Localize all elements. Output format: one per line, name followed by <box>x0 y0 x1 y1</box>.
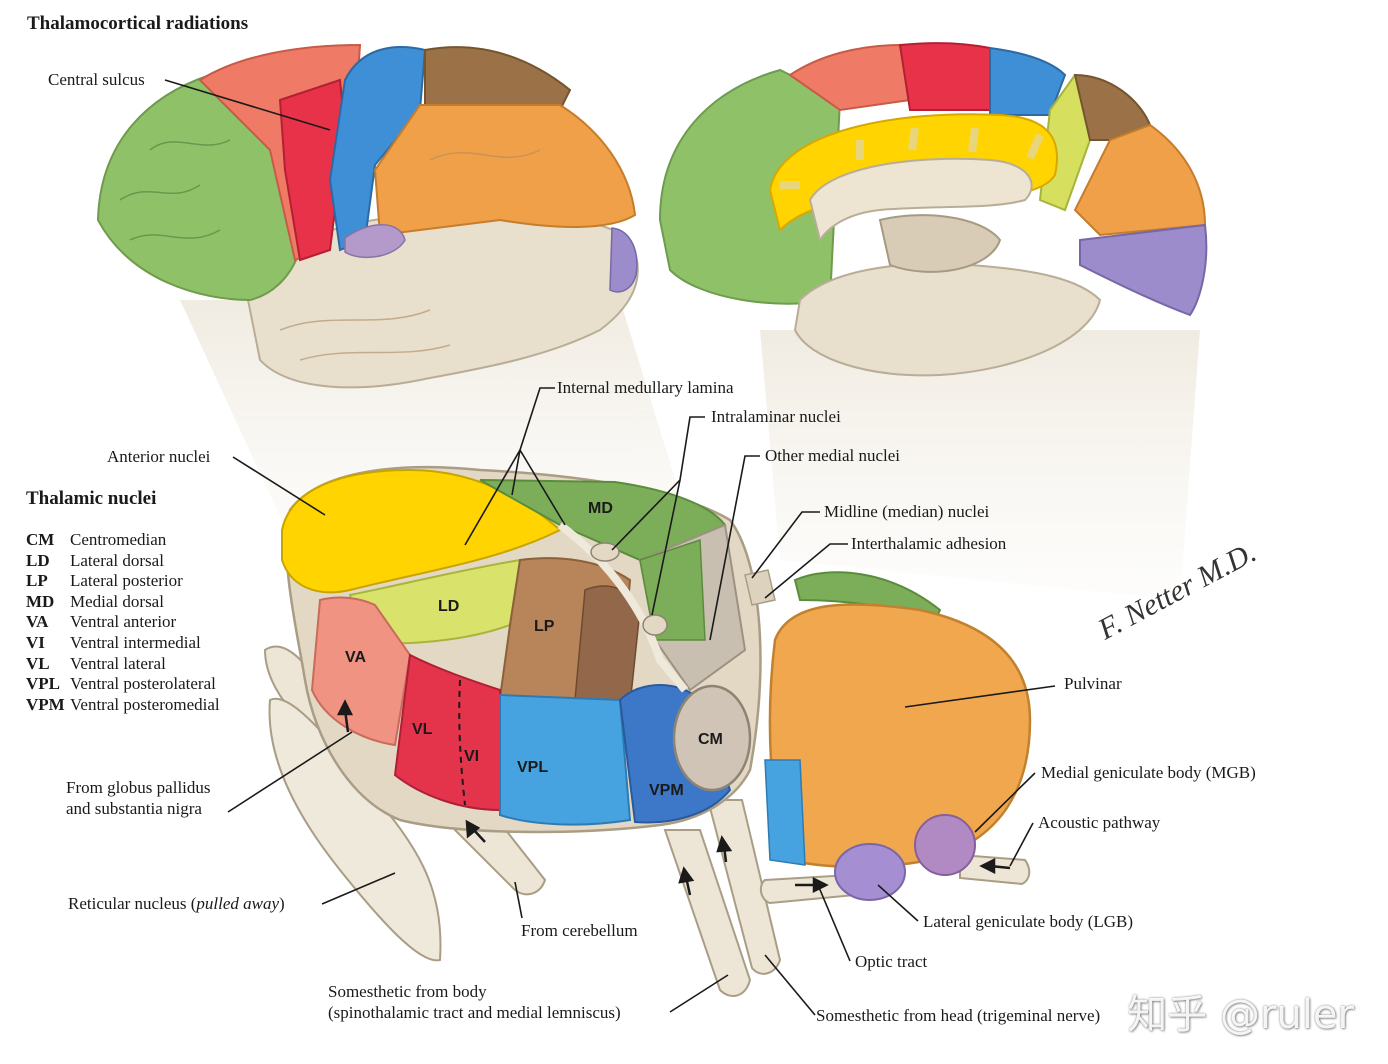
legend-name: Ventral intermedial <box>70 632 201 652</box>
medial-motor <box>898 42 991 111</box>
legend-abbr: VPM <box>26 694 65 714</box>
legend-row: VL Ventral lateral <box>26 654 220 675</box>
pulvinar-shape <box>768 603 1032 868</box>
lateral-parietal-lobe <box>373 104 637 237</box>
legend-name: Ventral anterior <box>70 612 177 632</box>
pulvinar-blue-strip <box>764 759 806 866</box>
legend-name: Lateral posterior <box>70 571 183 591</box>
legend-abbr: LD <box>26 550 50 570</box>
lateral-parietal-superior <box>424 46 572 112</box>
mgb-shape <box>914 814 976 876</box>
lateral-temporal-lobe <box>246 212 639 389</box>
medial-sensory <box>989 46 1067 116</box>
legend-abbr: MD <box>26 591 55 611</box>
medial-diencephalon <box>878 214 1002 273</box>
pathway-arrows <box>336 699 1011 896</box>
label-optic-tract: Optic tract <box>855 952 928 971</box>
lgb-shape <box>834 843 906 901</box>
pulvinar-block <box>759 571 1032 905</box>
label-somesthetic-body-line1: Somesthetic from body <box>328 982 487 1001</box>
label-anterior-nuclei: Anterior nuclei <box>107 447 211 466</box>
corpus-callosum <box>808 157 1033 243</box>
medullary-lamina <box>557 521 689 693</box>
legend-abbr: VA <box>26 612 49 632</box>
label-midline-nuclei: Midline (median) nuclei <box>824 502 990 521</box>
label-somesthetic-body-line2: (spinothalamic tract and medial lemniscu… <box>328 1003 621 1022</box>
legend-abbr: LP <box>26 571 48 591</box>
vpm-tag: VPM <box>649 782 684 799</box>
legend-row: VPL Ventral posterolateral <box>26 674 220 695</box>
legend-row: VI Ventral intermedial <box>26 633 220 654</box>
legend-name: Medial dorsal <box>70 591 164 611</box>
lateral-insula-patch <box>344 224 406 259</box>
legend-abbr: VI <box>26 632 45 652</box>
watermark: 知乎 @ruler <box>1127 992 1354 1038</box>
vl-tag: VL <box>412 721 433 738</box>
legend-row: LD Lateral dorsal <box>26 551 220 572</box>
reticular-italic-text: pulled away <box>196 894 280 913</box>
legend-name: Ventral posterolateral <box>70 674 216 694</box>
lateral-frontal-lobe <box>96 73 302 302</box>
label-globus-pallidus-line2: and substantia nigra <box>66 799 202 818</box>
label-internal-medullary-lamina: Internal medullary lamina <box>557 378 734 397</box>
legend-name: Ventral lateral <box>70 653 166 673</box>
optic-tract-fiber <box>759 873 857 905</box>
va-tag: VA <box>345 649 366 666</box>
legend-name: Centromedian <box>70 530 167 549</box>
medial-brain-view <box>658 42 1208 377</box>
legend-row: VA Ventral anterior <box>26 612 220 633</box>
legend-row: LP Lateral posterior <box>26 571 220 592</box>
intralaminar-oval-2 <box>642 614 668 636</box>
vpl-tag: VPL <box>517 759 548 776</box>
lateral-occipital-pole <box>609 227 638 293</box>
nuclei-title: Thalamic nuclei <box>26 488 157 509</box>
vl-vi-dashed-boundary <box>458 679 466 806</box>
label-acoustic-pathway: Acoustic pathway <box>1038 813 1161 832</box>
legend-abbr: CM <box>26 530 55 549</box>
label-from-cerebellum: From cerebellum <box>521 921 638 940</box>
vpl-shape <box>499 693 632 826</box>
legend-abbr: VL <box>26 653 50 673</box>
legend-name: Lateral dorsal <box>70 550 164 570</box>
cm-tag: CM <box>698 731 723 748</box>
reticular-end-text: ) <box>279 894 285 913</box>
cm-shape <box>672 684 752 792</box>
lateral-brain-view <box>96 43 639 389</box>
label-globus-pallidus-line1: From globus pallidus <box>66 778 211 797</box>
lp-tag: LP <box>534 618 555 635</box>
label-intralaminar-nuclei: Intralaminar nuclei <box>711 407 841 426</box>
medial-parietal-orange <box>1073 123 1207 237</box>
intralaminar-oval-1 <box>590 542 620 562</box>
vi-tag: VI <box>464 748 479 765</box>
label-central-sulcus: Central sulcus <box>48 70 145 89</box>
legend-row: CM Centromedian <box>26 530 220 551</box>
label-interthalamic-adhesion: Interthalamic adhesion <box>851 534 1007 553</box>
label-pulvinar: Pulvinar <box>1064 674 1122 693</box>
va-shape <box>310 596 412 747</box>
label-mgb: Medial geniculate body (MGB) <box>1041 763 1256 782</box>
ld-tag: LD <box>438 598 459 615</box>
thalamus-body <box>263 465 782 997</box>
leader-lines <box>164 79 1056 1016</box>
legend-name: Ventral posteromedial <box>70 694 220 714</box>
legend-row: MD Medial dorsal <box>26 592 220 613</box>
label-reticular-nucleus: Reticular nucleus (pulled away) <box>68 894 285 914</box>
lateral-motor-cortex <box>278 78 347 262</box>
medial-occipital-purple <box>1079 223 1208 317</box>
label-somesthetic-head: Somesthetic from head (trigeminal nerve) <box>816 1006 1101 1025</box>
label-lgb: Lateral geniculate body (LGB) <box>923 912 1134 931</box>
label-other-medial-nuclei: Other medial nuclei <box>765 446 901 465</box>
reticular-main-text: Reticular nucleus ( <box>68 894 197 913</box>
md-tag: MD <box>588 500 613 517</box>
radiations-title: Thalamocortical radiations <box>27 13 249 34</box>
legend-abbr: VPL <box>26 674 60 694</box>
